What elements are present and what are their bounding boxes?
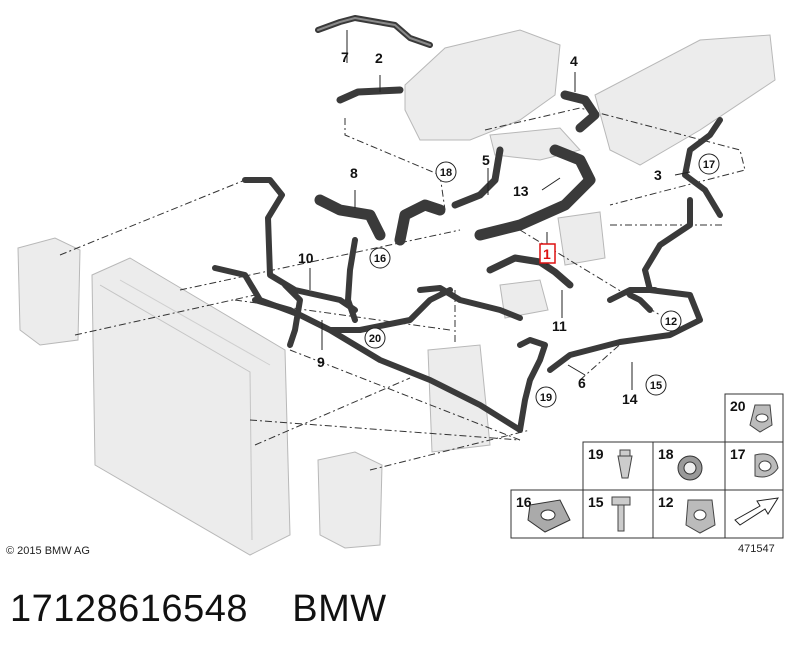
copyright-text: © 2015 BMW AG bbox=[6, 545, 90, 557]
bracket-clip-icon-16 bbox=[527, 499, 571, 533]
diagram-number: 471547 bbox=[738, 543, 775, 555]
callout-7[interactable]: 7 bbox=[341, 49, 349, 65]
callout-1-selected[interactable]: 1 bbox=[539, 243, 556, 264]
callout-14[interactable]: 14 bbox=[622, 391, 638, 407]
hose-clamp-icon-17 bbox=[754, 453, 779, 478]
circled-callouts: 18 17 16 20 12 19 15 bbox=[364, 153, 720, 408]
svg-text:18: 18 bbox=[440, 167, 452, 179]
hoses bbox=[212, 15, 723, 433]
caption-brand: BMW bbox=[292, 588, 387, 630]
legend-label-15: 15 bbox=[588, 494, 604, 510]
radiator-aux-left bbox=[17, 237, 81, 346]
circled-callout-20[interactable]: 20 bbox=[364, 327, 386, 349]
expanding-rivet-icon-19 bbox=[617, 449, 633, 479]
legend-label-17: 17 bbox=[730, 446, 746, 462]
circled-callout-17[interactable]: 17 bbox=[698, 153, 720, 175]
legend-label-20: 20 bbox=[730, 398, 746, 414]
circled-callout-16[interactable]: 16 bbox=[369, 247, 391, 269]
circled-callout-12[interactable]: 12 bbox=[660, 310, 682, 332]
callout-1[interactable]: 1 bbox=[543, 246, 551, 262]
caption-part-number: 17128616548 bbox=[10, 588, 248, 630]
clip-icon-20 bbox=[749, 404, 773, 433]
radiator-main bbox=[91, 257, 291, 556]
callout-10[interactable]: 10 bbox=[298, 250, 314, 266]
caption-spacer bbox=[248, 588, 292, 630]
circled-callout-18[interactable]: 18 bbox=[435, 161, 457, 183]
engine-ghost bbox=[404, 29, 776, 453]
parts-legend: 20 19 18 17 16 15 12 bbox=[510, 393, 784, 539]
callouts: 7 2 4 5 8 13 3 10 11 9 6 14 bbox=[298, 49, 662, 407]
callout-9[interactable]: 9 bbox=[317, 354, 325, 370]
svg-text:20: 20 bbox=[369, 333, 381, 345]
circled-callout-19[interactable]: 19 bbox=[535, 386, 557, 408]
svg-text:17: 17 bbox=[703, 159, 715, 171]
assembly-lines bbox=[59, 107, 746, 471]
caption: 17128616548 BMW bbox=[10, 588, 387, 631]
callout-6[interactable]: 6 bbox=[578, 375, 586, 391]
callout-11[interactable]: 11 bbox=[552, 318, 567, 334]
radiator-aux-right bbox=[317, 451, 383, 549]
svg-text:16: 16 bbox=[374, 253, 386, 265]
callout-2[interactable]: 2 bbox=[375, 50, 383, 66]
clamp-icon-12 bbox=[685, 499, 716, 534]
arrow-icon bbox=[734, 497, 779, 526]
svg-text:15: 15 bbox=[650, 380, 662, 392]
callout-8[interactable]: 8 bbox=[350, 165, 358, 181]
callout-13[interactable]: 13 bbox=[513, 183, 529, 199]
bolt-icon-15 bbox=[611, 496, 631, 532]
callout-3[interactable]: 3 bbox=[654, 167, 662, 183]
callout-4[interactable]: 4 bbox=[570, 53, 578, 69]
legend-label-19: 19 bbox=[588, 446, 604, 462]
svg-text:19: 19 bbox=[540, 392, 552, 404]
leader-lines bbox=[309, 30, 691, 390]
legend-label-12: 12 bbox=[658, 494, 674, 510]
legend-label-18: 18 bbox=[658, 446, 674, 462]
sleeve-icon-18 bbox=[677, 455, 703, 481]
parts-diagram: 7 2 4 5 8 13 3 10 11 9 6 14 1 18 17 16 2 bbox=[6, 15, 784, 557]
svg-text:12: 12 bbox=[665, 316, 677, 328]
circled-callout-15[interactable]: 15 bbox=[645, 374, 667, 396]
callout-5[interactable]: 5 bbox=[482, 152, 490, 168]
legend-label-16: 16 bbox=[516, 494, 532, 510]
